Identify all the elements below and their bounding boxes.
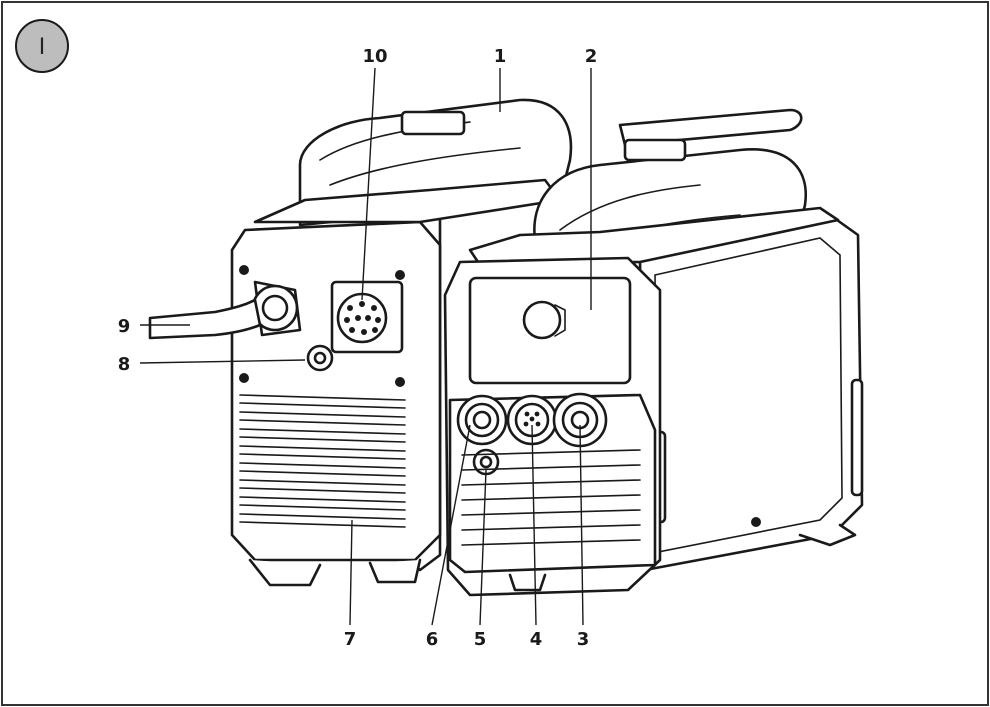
callout-4: 4 — [530, 629, 543, 650]
front-unit — [443, 108, 864, 597]
callout-10: 10 — [362, 46, 387, 67]
callout-labels: 1 2 3 4 5 6 7 8 9 10 — [118, 46, 598, 650]
rear-panel — [230, 220, 442, 562]
front-side-panel — [638, 213, 864, 572]
callout-6: 6 — [426, 629, 439, 650]
adjustment-knob — [522, 300, 562, 340]
socket-negative — [456, 394, 508, 446]
rear-handle-clip — [400, 110, 466, 136]
callout-9: 9 — [118, 316, 131, 337]
callout-1: 1 — [494, 46, 507, 67]
figure-badge: I — [15, 19, 69, 73]
callout-7: 7 — [344, 629, 357, 650]
socket-positive — [552, 392, 608, 448]
front-handle-clip — [623, 138, 687, 162]
mains-cable — [148, 298, 262, 340]
rear-vents — [239, 394, 406, 528]
badge-label: I — [39, 35, 46, 60]
leader-lines — [139, 67, 592, 626]
callout-5: 5 — [474, 629, 487, 650]
front-vents — [461, 449, 641, 546]
callout-8: 8 — [118, 354, 131, 375]
callout-2: 2 — [585, 46, 598, 67]
callout-3: 3 — [577, 629, 590, 650]
